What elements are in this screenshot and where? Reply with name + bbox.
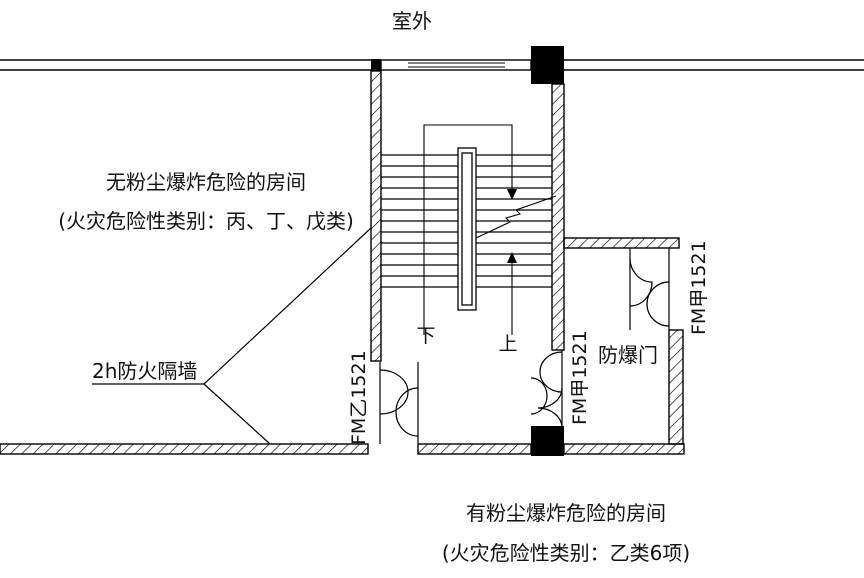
fire-wall-label: 2h防火隔墙: [92, 359, 197, 383]
door-fmj-stair-label: FM甲1521: [569, 330, 591, 425]
bottom-wall: [0, 443, 685, 455]
exterior-wall: [0, 59, 864, 71]
outdoor-label: 室外: [392, 9, 432, 33]
arrow-down-icon: [507, 189, 517, 200]
door-fmj-vestibule-label: FM甲1521: [688, 240, 710, 335]
stairwell-walls: [370, 70, 565, 362]
door-fmz-label: FM乙1521: [348, 350, 370, 445]
door-fmj-vestibule-swing: [629, 248, 670, 330]
column-small: [371, 59, 381, 71]
room-no-dust-title: 无粉尘爆炸危险的房间: [106, 170, 306, 194]
room-no-dust-category: (火灾危险性类别：丙、丁、戊类): [58, 209, 354, 233]
stair-down-label: 下: [416, 325, 435, 347]
stair-walk-line: [423, 124, 557, 335]
room-dust-category: (火灾危险性类别：乙类6项): [442, 541, 690, 565]
column-bottom: [531, 426, 564, 456]
arrow-up-icon: [507, 252, 517, 263]
room-dust-title: 有粉尘爆炸危险的房间: [466, 501, 666, 525]
vestibule-walls: [563, 237, 684, 445]
stair-up-label: 上: [498, 333, 517, 355]
window: [380, 59, 532, 71]
column-top: [531, 46, 564, 84]
stair-treads: [381, 154, 552, 288]
stair-handrail: [457, 147, 477, 311]
door-fmz-swing: [379, 362, 419, 444]
door-fmj-stair-swing: [530, 350, 563, 429]
explosion-door-label: 防爆门: [598, 343, 658, 367]
fire-wall-leader: [92, 227, 372, 445]
